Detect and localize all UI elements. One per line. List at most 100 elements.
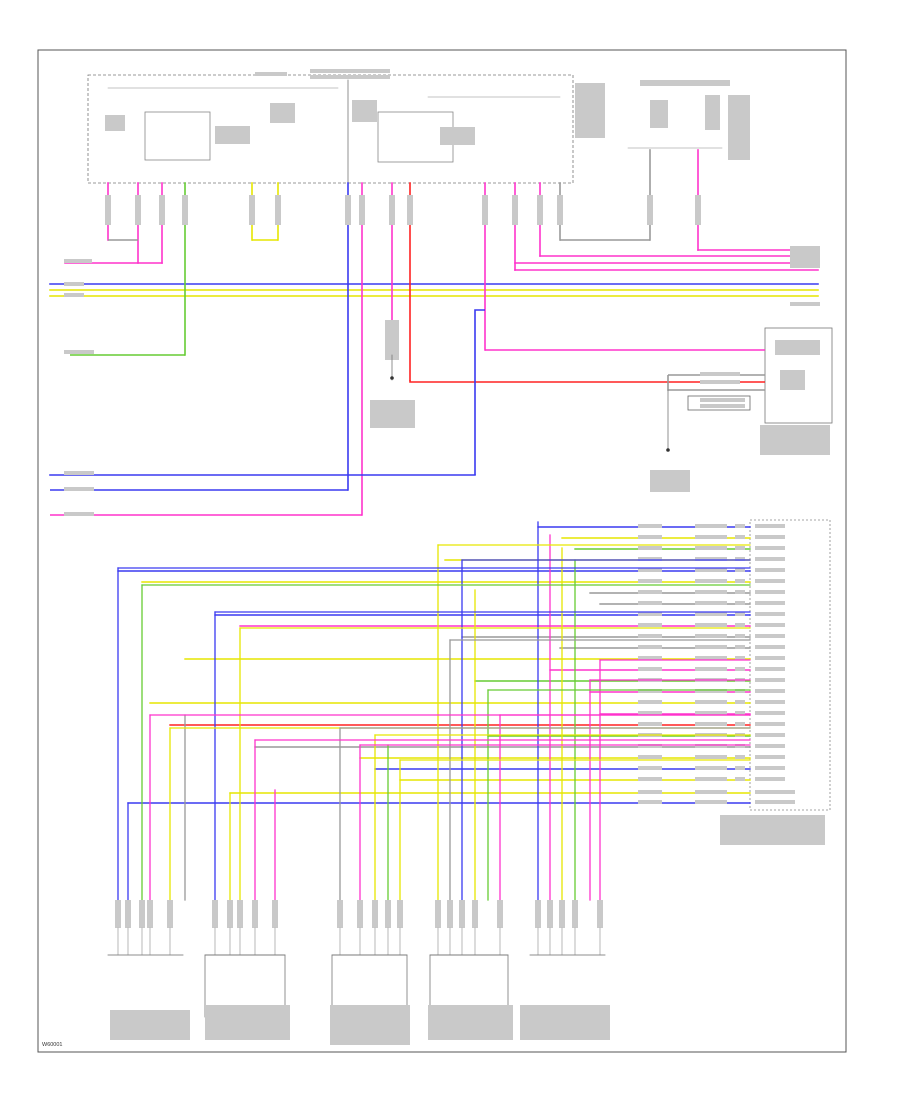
- row-pin-label: [735, 766, 745, 770]
- row-function-label: [755, 568, 785, 572]
- row-color-label: [695, 689, 727, 693]
- actuator-pin-label: [167, 900, 173, 928]
- ground-description-label: [650, 470, 690, 492]
- connector-pin-label: [695, 195, 701, 225]
- row-function-label: [755, 524, 785, 528]
- row-color-label: [695, 790, 727, 794]
- actuator-pin-label: [472, 900, 478, 928]
- row-circuit-label: [638, 623, 662, 627]
- sensor-name-label: [760, 425, 830, 455]
- fuse-box-header-label: [640, 80, 730, 86]
- row-circuit-label: [638, 557, 662, 561]
- ground-dot: [390, 376, 394, 380]
- actuator-pin-label: [572, 900, 578, 928]
- ground-description-label: [370, 400, 415, 428]
- row-function-label: [755, 790, 795, 794]
- module-side-label: [575, 83, 605, 138]
- actuator-pin-label: [535, 900, 541, 928]
- wire-label: [700, 398, 745, 402]
- row-circuit-label: [638, 612, 662, 616]
- row-function-label: [755, 722, 785, 726]
- actuator-name-label: [110, 1010, 190, 1040]
- connector-pin-label: [359, 195, 365, 225]
- row-color-label: [695, 800, 727, 804]
- actuator-pin-label: [147, 900, 153, 928]
- row-function-label: [755, 733, 785, 737]
- row-pin-label: [735, 711, 745, 715]
- actuator-name-label: [520, 1005, 610, 1040]
- row-function-label: [755, 623, 785, 627]
- row-color-label: [695, 744, 727, 748]
- row-function-label: [755, 744, 785, 748]
- row-function-label: [755, 700, 785, 704]
- row-color-label: [695, 546, 727, 550]
- row-color-label: [695, 601, 727, 605]
- row-function-label: [755, 601, 785, 605]
- row-color-label: [695, 645, 727, 649]
- row-function-label: [755, 579, 785, 583]
- row-circuit-label: [638, 667, 662, 671]
- row-color-label: [695, 579, 727, 583]
- connector-pin-label: [482, 195, 488, 225]
- row-circuit-label: [638, 645, 662, 649]
- actuator-pin-label: [115, 900, 121, 928]
- row-pin-label: [735, 722, 745, 726]
- actuator-pin-label: [252, 900, 258, 928]
- row-circuit-label: [638, 535, 662, 539]
- connector-pin-label: [135, 195, 141, 225]
- wire-label: [700, 404, 745, 408]
- row-function-label: [755, 766, 785, 770]
- row-circuit-label: [638, 634, 662, 638]
- actuator-pin-label: [397, 900, 403, 928]
- row-function-label: [755, 612, 785, 616]
- row-color-label: [695, 524, 727, 528]
- wire-label: [700, 380, 740, 384]
- ground-dot-2: [666, 448, 670, 452]
- row-circuit-label: [638, 689, 662, 693]
- row-function-label: [755, 678, 785, 682]
- actuator-pin-label: [385, 900, 391, 928]
- diagram-code: W60001: [42, 1042, 63, 1048]
- relay-right-label: [440, 127, 475, 145]
- connector-pin-label: [345, 195, 351, 225]
- row-color-label: [695, 667, 727, 671]
- row-pin-label: [735, 645, 745, 649]
- module-header-label: [255, 72, 287, 76]
- row-pin-label: [735, 689, 745, 693]
- row-pin-label: [735, 524, 745, 528]
- sensor-pin-label: [780, 370, 805, 390]
- connector-pin-label: [407, 195, 413, 225]
- fuse-label: [352, 100, 377, 122]
- row-color-label: [695, 568, 727, 572]
- row-color-label: [695, 766, 727, 770]
- row-pin-label: [735, 777, 745, 781]
- row-circuit-label: [638, 524, 662, 528]
- row-circuit-label: [638, 656, 662, 660]
- row-circuit-label: [638, 777, 662, 781]
- connector-pin-label: [389, 195, 395, 225]
- row-function-label: [755, 711, 785, 715]
- row-pin-label: [735, 700, 745, 704]
- wire-label: [64, 471, 94, 475]
- row-color-label: [695, 777, 727, 781]
- sensor-shield-connector: [687, 395, 751, 411]
- row-color-label: [695, 623, 727, 627]
- row-circuit-label: [638, 800, 662, 804]
- fuse-label: [105, 115, 125, 131]
- wire-label: [64, 259, 92, 263]
- row-function-label: [755, 777, 785, 781]
- row-pin-label: [735, 667, 745, 671]
- wire-blue-lower-2: [474, 309, 485, 475]
- row-pin-label: [735, 579, 745, 583]
- connector-pin-label: [182, 195, 188, 225]
- row-color-label: [695, 700, 727, 704]
- actuator-name-label: [428, 1005, 513, 1040]
- connector-pin-label: [249, 195, 255, 225]
- row-function-label: [755, 590, 785, 594]
- row-circuit-label: [638, 711, 662, 715]
- row-circuit-label: [638, 744, 662, 748]
- row-function-label: [755, 546, 785, 550]
- actuator-pin-label: [459, 900, 465, 928]
- control-module-connector: [749, 519, 831, 811]
